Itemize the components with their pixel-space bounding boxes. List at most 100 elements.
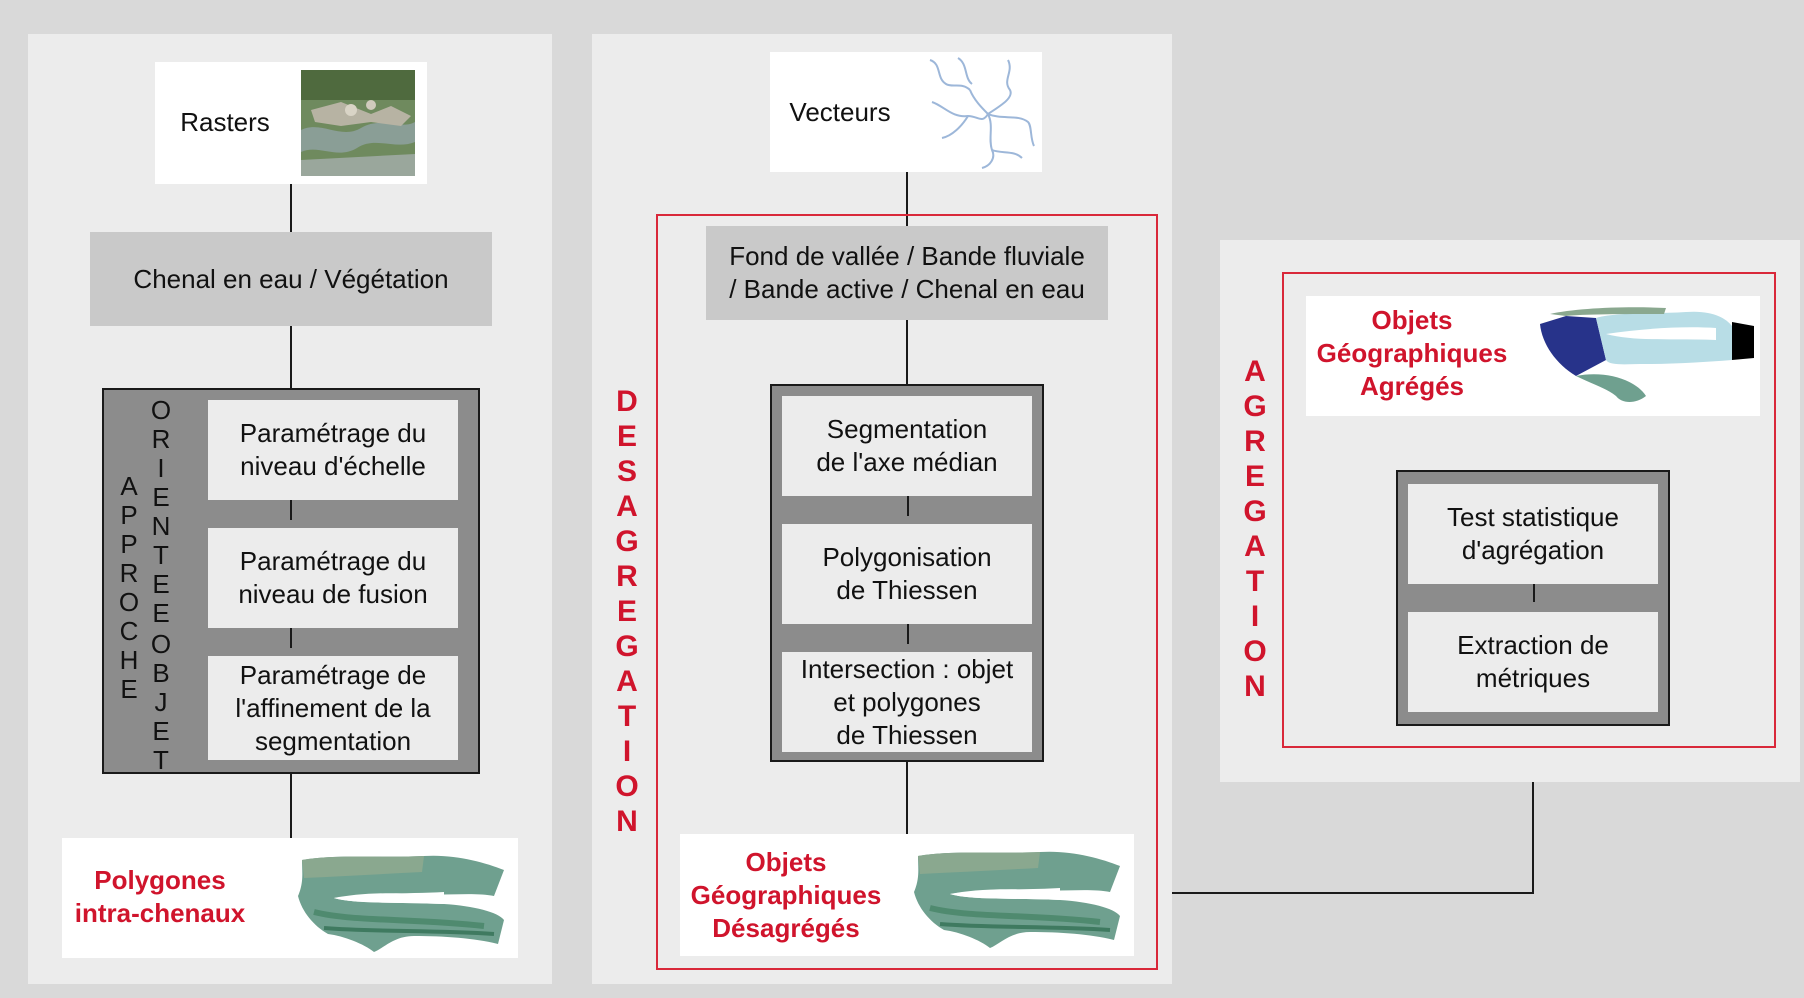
objet-letter: J (154, 687, 168, 717)
orientee-letter: I (157, 453, 165, 483)
valley-line2: / Bande active / Chenal en eau (729, 274, 1085, 304)
river-polygons-image (294, 852, 506, 954)
median-axis-segmentation-box: Segmentation de l'axe médian (782, 396, 1032, 496)
intersection-box: Intersection : objet et polygones de Thi… (782, 652, 1032, 752)
refine-param-line2: l'affinement de la (235, 692, 431, 723)
vertical-letter: A (616, 665, 638, 698)
substep-connector (1533, 572, 1535, 602)
thiessen-line1: Polygonisation (822, 542, 992, 572)
intra-channel-polygons-box: Polygones intra-chenaux (62, 838, 518, 958)
refine-param-line3: segmentation (254, 725, 412, 756)
connector-line (906, 760, 908, 836)
scale-level-param-box: Paramétrage du niveau d'échelle (208, 400, 458, 500)
segmentation-refinement-param-box: Paramétrage de l'affinement de la segmen… (208, 656, 458, 760)
approche-letter: P (120, 500, 138, 530)
objet-letter: O (150, 629, 172, 659)
vertical-letter: E (616, 420, 637, 453)
approche-letter: E (120, 674, 138, 704)
stat-test-line1: Test statistique (1447, 502, 1619, 532)
substep-connector (907, 614, 909, 644)
valley-line1: Fond de vallée / Bande fluviale (729, 241, 1085, 271)
approche-letter: R (119, 558, 139, 588)
metrics-line1: Extraction de (1457, 630, 1609, 660)
vertical-letter: A (616, 490, 638, 523)
valley-band-channel-box: Fond de vallée / Bande fluviale / Bande … (706, 226, 1108, 320)
raster-input-box: Rasters (155, 62, 427, 184)
vertical-letter: N (1244, 670, 1266, 703)
orientee-letter: R (151, 424, 171, 454)
connector-line (290, 184, 292, 232)
refine-param-line1: Paramétrage de (239, 659, 427, 690)
vertical-letter: O (1243, 635, 1267, 668)
vertical-letter: A (1244, 355, 1266, 388)
vertical-letter: G (615, 630, 639, 663)
output-line2: Géographiques (1316, 338, 1508, 368)
intersection-line2: et polygones (833, 686, 981, 717)
intersection-line3: de Thiessen (836, 719, 978, 750)
aggregated-objects-box: Objets Géographiques Agrégés (1306, 296, 1760, 416)
vertical-letter: T (1245, 565, 1265, 598)
raster-thumbnail-image (301, 70, 415, 176)
disaggregated-river-image (910, 848, 1122, 950)
vector-input-box: Vecteurs (770, 52, 1042, 172)
output-line3: Agrégés (1359, 371, 1465, 401)
orientee-letter: E (152, 569, 170, 599)
connector-line (906, 320, 908, 386)
vertical-letter: N (616, 805, 638, 838)
vertical-letter: G (1243, 495, 1267, 528)
intra-channel-polygons-label: Polygones intra-chenaux (72, 864, 248, 930)
intersection-line1: Intersection : objet (800, 653, 1014, 684)
connector-line (1172, 892, 1534, 894)
vertical-letter: E (616, 595, 637, 628)
substep-connector (907, 486, 909, 516)
orientee-letter: E (152, 482, 170, 512)
vertical-letter: I (1250, 600, 1260, 633)
approche-letter: H (119, 645, 139, 675)
objet-letter: E (152, 716, 170, 746)
aggregation-steps-frame: Test statistique d'agrégation Extraction… (1396, 470, 1670, 726)
disaggregated-objects-box: Objets Géographiques Désagrégés (680, 834, 1134, 956)
substep-connector (290, 490, 292, 520)
approche-letter: O (118, 587, 140, 617)
fusion-param-line1: Paramétrage du (239, 546, 427, 576)
fusion-level-param-box: Paramétrage du niveau de fusion (208, 528, 458, 628)
scale-param-line1: Paramétrage du (239, 418, 427, 448)
scale-param-line2: niveau d'échelle (240, 451, 426, 481)
median-line1: Segmentation (826, 414, 988, 444)
vertical-letter: I (622, 735, 632, 768)
metrics-line2: métriques (1475, 663, 1591, 693)
vertical-letter: G (1243, 390, 1267, 423)
approche-letter: P (120, 529, 138, 559)
output-line2: Géographiques (690, 880, 882, 910)
output-line2: intra-chenaux (74, 898, 246, 928)
aggregation-statistical-test-box: Test statistique d'agrégation (1408, 484, 1658, 584)
objet-letter: T (153, 745, 169, 775)
output-line3: Désagrégés (712, 913, 860, 943)
vertical-letter: E (1244, 460, 1265, 493)
connector-line (290, 772, 292, 838)
water-channel-vegetation-box: Chenal en eau / Végétation (90, 232, 492, 326)
vertical-letter: A (1244, 530, 1266, 563)
output-line1: Polygones (94, 865, 226, 895)
vertical-letter: S (616, 455, 637, 488)
disaggregation-steps-frame: Segmentation de l'axe médian Polygonisat… (770, 384, 1044, 762)
fusion-param-line2: niveau de fusion (238, 579, 428, 609)
aggregated-objects-label: Objets Géographiques Agrégés (1306, 304, 1518, 403)
thiessen-line2: de Thiessen (836, 575, 978, 605)
output-line1: Objets (1371, 305, 1453, 335)
metrics-extraction-box: Extraction de métriques (1408, 612, 1658, 712)
disaggregated-objects-label: Objets Géographiques Désagrégés (680, 846, 892, 945)
orientee-letter: E (152, 598, 170, 628)
aggregation-frame (1282, 272, 1776, 748)
median-line2: de l'axe médian (816, 447, 998, 477)
vertical-letter: R (1244, 425, 1266, 458)
vertical-letter: G (615, 525, 639, 558)
approche-letter: C (119, 616, 139, 646)
orientee-letter: N (151, 511, 171, 541)
vertical-letter: D (616, 385, 638, 418)
